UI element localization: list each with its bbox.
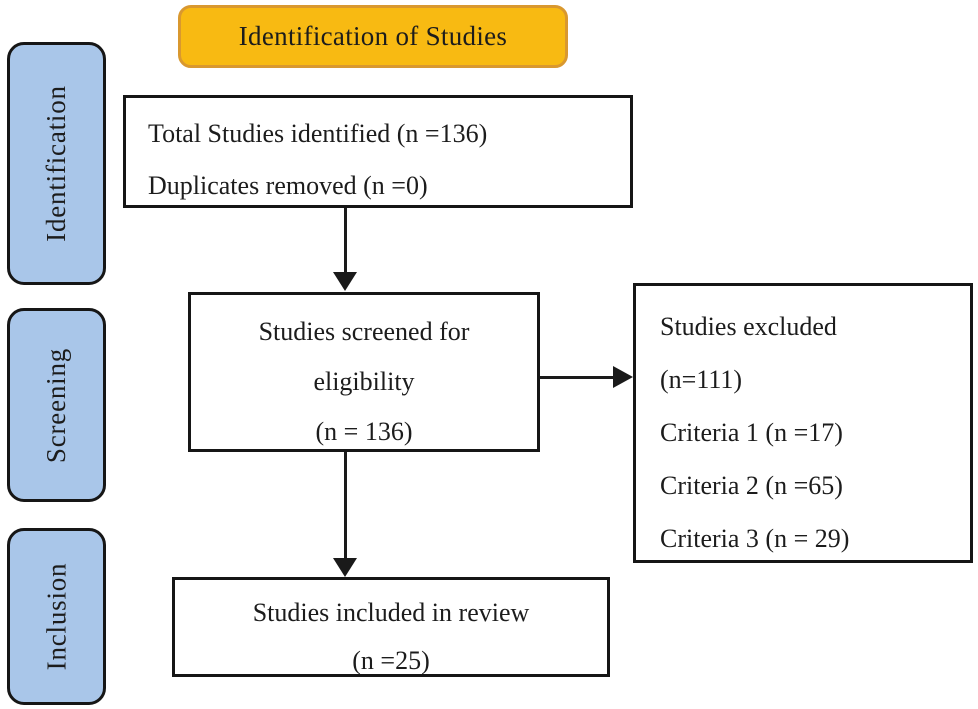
diagram-title-banner: Identification of Studies — [178, 5, 568, 68]
arrow-screened-to-included-line — [344, 452, 347, 560]
included-title-line: Studies included in review — [252, 598, 530, 627]
excluded-criteria-1-line: Criteria 1 (n =17) — [660, 418, 843, 447]
screened-line-2: eligibility — [313, 367, 415, 396]
stage-tab-inclusion: Inclusion — [7, 528, 106, 705]
box-studies-excluded: Studies excluded (n=111) Criteria 1 (n =… — [633, 283, 973, 563]
identified-total-line: Total Studies identified (n =136) — [148, 119, 488, 148]
included-count-line: (n =25) — [352, 646, 430, 675]
arrow-down-icon — [333, 272, 357, 291]
box-studies-included: Studies included in review (n =25) — [172, 577, 610, 677]
screened-count-line: (n = 136) — [315, 417, 413, 446]
identified-duplicates-line: Duplicates removed (n =0) — [148, 171, 428, 200]
diagram-title: Identification of Studies — [238, 21, 508, 51]
excluded-title-line: Studies excluded — [660, 312, 837, 341]
excluded-count-line: (n=111) — [660, 365, 743, 394]
stage-identification-label: Identification — [41, 85, 71, 242]
stage-inclusion-label: Inclusion — [41, 562, 71, 671]
excluded-criteria-2-line: Criteria 2 (n =65) — [660, 471, 843, 500]
arrow-right-icon — [613, 366, 633, 388]
box-studies-identified: Total Studies identified (n =136) Duplic… — [123, 95, 633, 208]
stage-screening-label: Screening — [41, 347, 72, 463]
screened-line-1: Studies screened for — [258, 317, 470, 346]
arrow-identified-to-screened-line — [344, 208, 347, 274]
excluded-criteria-3-line: Criteria 3 (n = 29) — [660, 524, 850, 553]
stage-tab-identification: Identification — [7, 42, 106, 285]
box-studies-screened: Studies screened for eligibility (n = 13… — [188, 292, 540, 452]
arrow-down-icon — [333, 558, 357, 577]
arrow-screened-to-excluded-line — [540, 376, 616, 379]
stage-tab-screening: Screening — [7, 308, 106, 502]
